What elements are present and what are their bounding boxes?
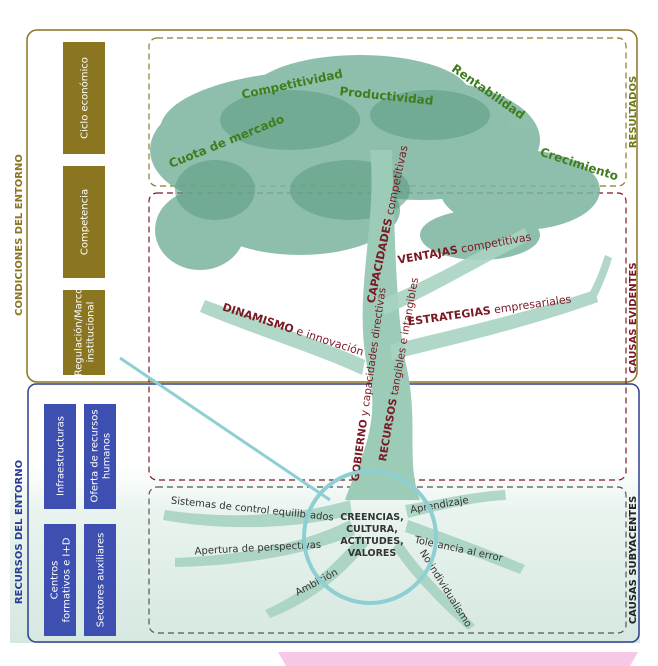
tree-trunk (345, 150, 420, 500)
recursos-box-text-line: formativos e I+D (62, 537, 73, 622)
core-value-line: ACTITUDES, (340, 536, 403, 547)
box-centros (44, 524, 76, 636)
recursos-box-text-line: Infraestructuras (56, 416, 67, 496)
pink-bar (278, 652, 638, 666)
label-dinamismo: DINAMISMO e innovación (221, 301, 366, 359)
box-competencia (63, 166, 105, 278)
condiciones-box-text: Ciclo económico (79, 57, 91, 139)
core-value-line: CULTURA, (346, 524, 398, 535)
recursos-box-text: Infraestructuras (56, 416, 67, 496)
core-value-line: VALORES (348, 548, 397, 559)
recursos-label: RECURSOS DEL ENTORNO (14, 460, 25, 604)
condiciones-frame (26, 29, 638, 383)
box-ciclo (63, 42, 105, 154)
core-values: CREENCIAS,CULTURA,ACTITUDES,VALORES (340, 512, 404, 559)
recursos-frame (27, 383, 640, 643)
recursos-box-text-line: humanos (102, 433, 113, 479)
recursos-box-text-line: Sectores auxiliares (96, 533, 107, 628)
core-value-line: CREENCIAS, (340, 512, 404, 523)
recursos-box-text: Oferta de recursoshumanos (90, 409, 113, 502)
tree-branches (200, 228, 612, 375)
recursos-box-text-line: Oferta de recursos (90, 409, 101, 502)
condiciones-label: CONDICIONES DEL ENTORNO (14, 154, 25, 316)
resultados-label: RESULTADOS (628, 76, 639, 148)
condiciones-box-text-line: Ciclo económico (79, 57, 91, 139)
causas-evidentes-label: CAUSAS EVIDENTES (628, 262, 639, 373)
box-sectores (84, 524, 116, 636)
condiciones-box-text: Regulación/Marcoinstitucional (73, 288, 97, 377)
box-infraestructuras (44, 404, 76, 509)
highlight-circle (302, 469, 438, 605)
condiciones-box-text-line: Competencia (80, 189, 91, 255)
box-regulacion (63, 290, 105, 375)
pointer-line (119, 356, 331, 502)
recursos-box-text-line: Centros (50, 561, 61, 600)
recursos-box-text: Centrosformativos e I+D (50, 537, 73, 622)
causas-subyacentes-label: CAUSAS SUBYACENTES (628, 496, 639, 624)
resultados-section (148, 37, 627, 187)
recursos-box-text: Sectores auxiliares (96, 533, 107, 628)
box-oferta (84, 404, 116, 509)
condiciones-box-text-line: institucional (86, 302, 97, 363)
condiciones-box-text-line: Regulación/Marco (73, 288, 85, 377)
condiciones-box-text: Competencia (80, 189, 91, 255)
